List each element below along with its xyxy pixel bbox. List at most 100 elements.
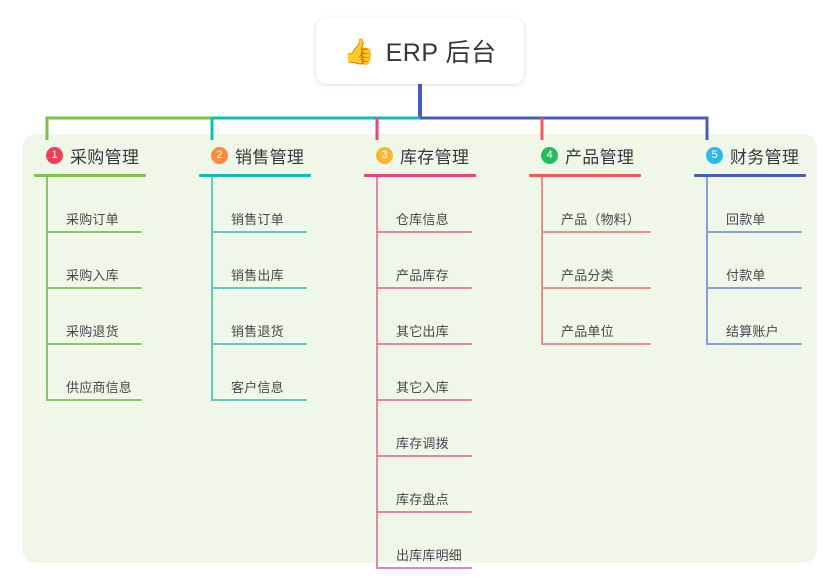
branch-items-4: 产品（物料） 产品分类产品单位 <box>529 177 651 345</box>
branch-item-label: 回款单 <box>726 212 766 227</box>
branch-item[interactable]: 产品库存 <box>376 233 476 289</box>
thumbs-up-icon: 👍 <box>343 36 375 66</box>
branch-spine-1 <box>46 177 48 401</box>
branch-item-label: 采购入库 <box>66 268 119 283</box>
branch-item[interactable]: 其它入库 <box>376 345 476 401</box>
branch-item[interactable]: 产品分类 <box>541 233 651 289</box>
branch-column-3: 3 库存管理仓库信息产品库存其它出库其它入库库存调拨库存盘点出库库明细 <box>364 142 476 569</box>
branch-item-underline <box>211 343 307 345</box>
branch-title-3: 库存管理 <box>400 147 470 167</box>
branch-item[interactable]: 产品（物料） <box>541 177 651 233</box>
branch-item-label: 其它入库 <box>396 380 449 395</box>
branch-item[interactable]: 客户信息 <box>211 345 311 401</box>
branch-item[interactable]: 采购订单 <box>46 177 146 233</box>
branch-header-3[interactable]: 3 库存管理 <box>364 142 476 168</box>
branch-item[interactable]: 产品单位 <box>541 289 651 345</box>
branch-item-underline <box>46 287 142 289</box>
branch-item-underline <box>46 343 142 345</box>
branch-item-underline <box>376 399 472 401</box>
branch-item[interactable]: 仓库信息 <box>376 177 476 233</box>
branch-spine-4 <box>541 177 543 345</box>
branch-item-underline <box>211 287 307 289</box>
branch-item-label: 库存调拨 <box>396 436 449 451</box>
branch-underline-4 <box>529 174 641 177</box>
branch-item-underline <box>541 231 651 233</box>
branch-spine-5 <box>706 177 708 345</box>
branch-item[interactable]: 出库库明细 <box>376 513 476 569</box>
branch-item-underline <box>376 231 472 233</box>
branch-item-underline <box>706 231 802 233</box>
branch-item[interactable]: 库存盘点 <box>376 457 476 513</box>
branch-underline-3 <box>364 174 476 177</box>
root-node[interactable]: 👍 ERP 后台 <box>316 18 524 84</box>
branch-item[interactable]: 付款单 <box>706 233 806 289</box>
branch-item-underline <box>46 231 142 233</box>
branch-items-5: 回款单付款单结算账户 <box>694 177 806 345</box>
branch-title-5: 财务管理 <box>730 147 800 167</box>
branch-items-2: 销售订单销售出库销售退货客户信息 <box>199 177 311 401</box>
branch-underline-5 <box>694 174 806 177</box>
branch-badge-5: 5 <box>706 146 723 164</box>
branch-item-underline <box>211 231 307 233</box>
branch-badge-1: 1 <box>46 146 63 164</box>
branch-item-underline <box>376 567 472 569</box>
branch-spine-3 <box>376 177 378 569</box>
branch-item-underline <box>376 455 472 457</box>
branch-item-label: 出库库明细 <box>396 548 463 563</box>
branch-item-label: 产品单位 <box>561 324 614 339</box>
branch-item[interactable]: 销售退货 <box>211 289 311 345</box>
branch-item-label: 付款单 <box>726 268 766 283</box>
branch-title-4: 产品管理 <box>565 147 635 167</box>
branch-items-1: 采购订单采购入库采购退货供应商信息 <box>34 177 146 401</box>
branch-item-label: 供应商信息 <box>66 380 133 395</box>
branch-item[interactable]: 供应商信息 <box>46 345 146 401</box>
branch-item-underline <box>706 287 802 289</box>
branch-underline-2 <box>199 174 311 177</box>
branch-item-label: 产品分类 <box>561 268 614 283</box>
branch-item-label: 客户信息 <box>231 380 284 395</box>
branch-item[interactable]: 销售订单 <box>211 177 311 233</box>
branch-item-label: 采购退货 <box>66 324 119 339</box>
branch-spine-2 <box>211 177 213 401</box>
branch-item-label: 销售退货 <box>231 324 284 339</box>
branch-item[interactable]: 结算账户 <box>706 289 806 345</box>
branch-item-underline <box>541 343 651 345</box>
branch-underline-1 <box>34 174 146 177</box>
branch-item-label: 采购订单 <box>66 212 119 227</box>
branches-panel <box>22 134 817 563</box>
branch-item[interactable]: 采购退货 <box>46 289 146 345</box>
branch-item[interactable]: 其它出库 <box>376 289 476 345</box>
root-node-title: ERP 后台 <box>385 39 497 67</box>
branch-item[interactable]: 销售出库 <box>211 233 311 289</box>
branch-item[interactable]: 库存调拨 <box>376 401 476 457</box>
branch-item-label: 仓库信息 <box>396 212 449 227</box>
branch-item-label: 销售订单 <box>231 212 284 227</box>
branch-header-2[interactable]: 2 销售管理 <box>199 142 311 168</box>
branch-header-4[interactable]: 4 产品管理 <box>529 142 641 168</box>
branch-item-label: 其它出库 <box>396 324 449 339</box>
branch-item-label: 结算账户 <box>726 324 779 339</box>
branch-header-5[interactable]: 5 财务管理 <box>694 142 806 168</box>
branch-badge-3: 3 <box>376 146 393 164</box>
branch-item-underline <box>541 287 651 289</box>
branch-column-4: 4 产品管理产品（物料） 产品分类产品单位 <box>529 142 651 345</box>
branch-item[interactable]: 回款单 <box>706 177 806 233</box>
branch-badge-2: 2 <box>211 146 228 164</box>
branch-title-2: 销售管理 <box>235 147 305 167</box>
branch-items-3: 仓库信息产品库存其它出库其它入库库存调拨库存盘点出库库明细 <box>364 177 476 569</box>
branch-badge-4: 4 <box>541 146 558 164</box>
branch-item-label: 产品（物料） <box>561 212 641 227</box>
branch-item-label: 产品库存 <box>396 268 449 283</box>
branch-item-label: 销售出库 <box>231 268 284 283</box>
branch-item-underline <box>211 399 307 401</box>
branch-item-underline <box>46 399 142 401</box>
branch-item-label: 库存盘点 <box>396 492 449 507</box>
root-node-content: 👍 ERP 后台 <box>343 33 496 69</box>
branch-column-5: 5 财务管理回款单付款单结算账户 <box>694 142 806 345</box>
branch-item[interactable]: 采购入库 <box>46 233 146 289</box>
branch-item-underline <box>706 343 802 345</box>
branch-item-underline <box>376 343 472 345</box>
